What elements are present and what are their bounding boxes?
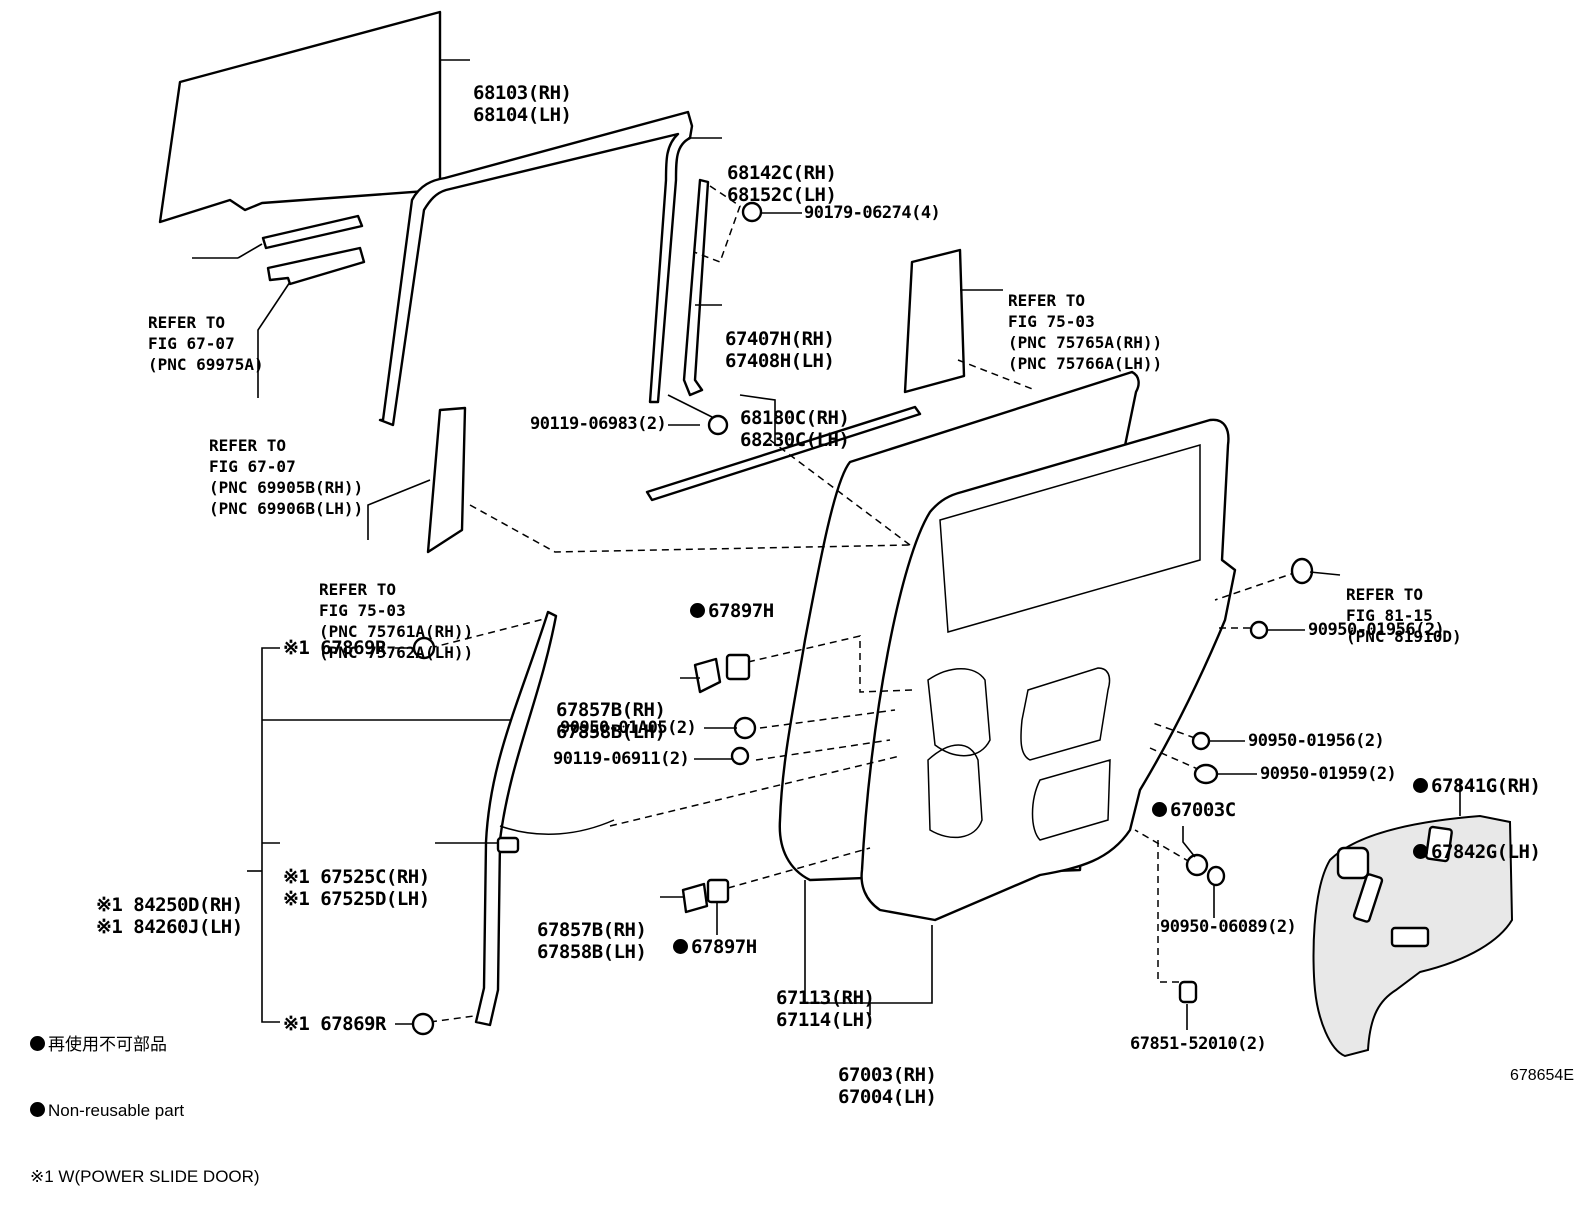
protector-top-clip: [412, 636, 436, 660]
inner-service-hole-2: [1020, 667, 1111, 761]
pillar-garnish-right: [903, 248, 966, 394]
plug-90950-01a05: [733, 716, 757, 740]
glass-weatherstrip-lower: [266, 246, 366, 286]
door-inner-panel: [860, 418, 1237, 922]
hole-cover-bottom: [681, 882, 709, 914]
label-protector-bottom: ※1 67869R: [283, 1013, 386, 1035]
door-glass: [158, 10, 442, 224]
cover-speaker: [1336, 846, 1370, 880]
diagram-drawing: [158, 10, 1514, 1058]
plug-90950-01956-a: [1249, 620, 1269, 640]
division-bar: [682, 178, 710, 397]
leader-division-bar: [693, 185, 741, 263]
run-channel: [378, 110, 694, 427]
legend-dot: [30, 1036, 45, 1051]
parts-diagram: 68103(RH)68104(LH) 68142C(RH)68152C(LH) …: [30, 10, 1574, 1186]
non-reusable-dot: [1152, 802, 1167, 817]
label-bolt-90119-06911: 90119-06911(2): [553, 749, 690, 769]
label-hole-cover-top: 67857B(RH)67858B(LH): [556, 699, 666, 743]
hole-plug-67897h-top: [725, 653, 751, 681]
harness-branch: [499, 819, 615, 835]
nut-90179: [741, 201, 763, 223]
plug-90950-06089: [1206, 865, 1226, 887]
label-plug-67003c: 67003C: [1152, 799, 1236, 821]
figure-id: 678654E: [1509, 1067, 1574, 1084]
inner-service-hole-4: [1031, 758, 1111, 841]
bolt-90119-06911: [730, 746, 750, 766]
cover-slot-1: [1425, 825, 1453, 863]
non-reusable-dot: [690, 603, 705, 618]
label-plug-90950-01a05: 90950-01A05(2): [560, 718, 697, 738]
label-clip-67851: 67851-52010(2): [1130, 1034, 1267, 1054]
pillar-garnish-left: [426, 406, 467, 554]
legend: 再使用不可部品 Non-reusable part ※1 W(POWER SLI…: [30, 990, 260, 1210]
plug-67003c: [1185, 853, 1209, 877]
label-service-hole-cover: 67841G(RH) 67842G(LH): [1413, 731, 1541, 885]
label-hole-plug-67897h-top: 67897H: [690, 600, 774, 622]
label-hole-cover-bottom: 67857B(RH)67858B(LH): [537, 919, 647, 963]
legend-dot: [30, 1102, 45, 1117]
legend-note: ※1 W(POWER SLIDE DOOR): [30, 1167, 260, 1186]
label-plug-90950-01956-b: 90950-01956(2): [1248, 731, 1385, 751]
hole-plug-67897h-bottom: [706, 878, 730, 904]
wire-harness: [474, 610, 558, 1027]
legend-jp: 再使用不可部品: [48, 1035, 167, 1054]
inner-window-opening: [939, 444, 1201, 633]
label-plug-90950-01959: 90950-01959(2): [1260, 764, 1397, 784]
cover-slot-2: [1352, 873, 1384, 923]
label-glass: 68103(RH)68104(LH): [473, 82, 572, 126]
label-hole-plug-67897h-bottom: 67897H: [673, 936, 757, 958]
glass-weatherstrip-upper: [261, 214, 364, 250]
clip-67851: [1178, 980, 1198, 1004]
belt-moulding: [645, 405, 922, 502]
label-bolt-90119-06983: 90119-06983(2): [530, 414, 667, 434]
plug-90950-01956-b: [1191, 731, 1211, 751]
label-plug-90950-06089: 90950-06089(2): [1160, 917, 1297, 937]
label-nut-90179: 90179-06274(4): [804, 203, 941, 223]
cover-slot-3: [1390, 926, 1430, 948]
label-belt-moulding: 68180C(RH)68230C(LH): [740, 407, 850, 451]
label-wire-harness: ※1 84250D(RH)※1 84260J(LH): [96, 894, 243, 938]
non-reusable-dot: [1413, 778, 1428, 793]
legend-en: Non-reusable part: [48, 1101, 185, 1120]
bolt-90119-06983: [707, 414, 729, 436]
label-wire-harness-mid: ※1 67525C(RH)※1 67525D(LH): [283, 866, 430, 910]
non-reusable-dot: [1413, 844, 1428, 859]
plug-90950-01959: [1193, 763, 1219, 785]
label-protector-top: ※1 67869R: [283, 637, 386, 659]
label-run-channel: 68142C(RH)68152C(LH): [727, 162, 837, 206]
hole-plug-81910d: [1290, 557, 1314, 585]
label-outer-panel: 67113(RH)67114(LH): [776, 987, 875, 1031]
inner-service-hole-1: [927, 668, 991, 757]
non-reusable-dot: [673, 939, 688, 954]
label-division-bar: 67407H(RH)67408H(LH): [725, 328, 835, 372]
label-plug-90950-01956-a: 90950-01956(2): [1308, 620, 1445, 640]
hole-cover-top: [693, 657, 722, 694]
protector-bottom-clip: [411, 1012, 435, 1036]
harness-connector-mid: [496, 836, 520, 854]
inner-service-hole-3: [927, 744, 983, 839]
